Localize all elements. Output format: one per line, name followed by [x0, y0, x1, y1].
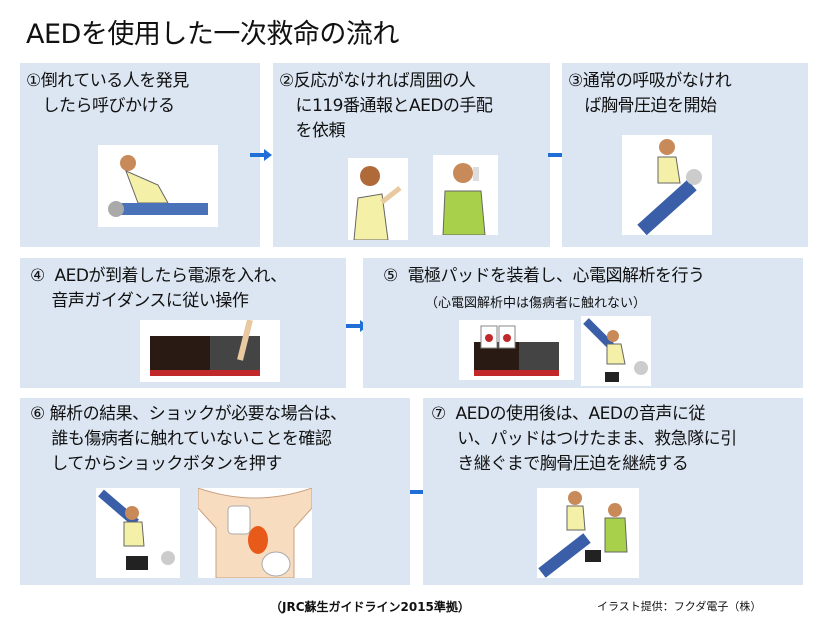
step-4-text: ④ AEDが到着したら電源を入れ、 音声ガイダンスに従い操作: [30, 266, 287, 311]
illustration-shock-button: [96, 488, 180, 578]
illustration-pads-on-patient: [581, 316, 651, 386]
page-title: AEDを使用した一次救命の流れ: [26, 19, 399, 50]
illustration-electrode-pads: [459, 320, 574, 380]
guideline-note: （JRC蘇生ガイドライン2015準拠）: [270, 600, 470, 614]
illustration-credit: イラスト提供：フクダ電子（株）: [597, 600, 762, 613]
step-5-text: ⑤ 電極パッドを装着し、心電図解析を行う: [383, 266, 705, 286]
illustration-continue-cpr: [537, 488, 639, 578]
illustration-aed-open: [140, 320, 280, 382]
step-4-panel: ④ AEDが到着したら電源を入れ、 音声ガイダンスに従い操作: [20, 258, 346, 388]
step-2-text: ②反応がなければ周囲の人 に119番通報とAEDの手配 を依頼: [279, 71, 493, 141]
step-6-panel: ⑥ 解析の結果、ショックが必要な場合は、 誰も傷病者に触れていないことを確認 し…: [20, 398, 410, 585]
step-3-text: ③通常の呼吸がなけれ ば胸骨圧迫を開始: [568, 71, 732, 116]
step-5-panel: ⑤ 電極パッドを装着し、心電図解析を行う （心電図解析中は傷病者に触れない）: [363, 258, 803, 388]
illustration-person-calling: [433, 155, 498, 235]
step-3-panel: ③通常の呼吸がなけれ ば胸骨圧迫を開始: [562, 63, 808, 247]
step-1-panel: ①倒れている人を発見 したら呼びかける: [20, 63, 260, 247]
step-7-panel: ⑦ AEDの使用後は、AEDの音声に従 い、パッドはつけたまま、救急隊に引 き継…: [423, 398, 803, 585]
arrow-right-icon: [250, 149, 272, 161]
arrow-right-icon: [346, 320, 368, 332]
illustration-person-pointing: [348, 158, 408, 240]
step-5-note: （心電図解析中は傷病者に触れない）: [425, 296, 647, 311]
step-2-panel: ②反応がなければ周囲の人 に119番通報とAEDの手配 を依頼: [273, 63, 550, 247]
illustration-chest-pads-heart: [198, 488, 312, 578]
illustration-discover-person: [98, 145, 218, 227]
step-1-text: ①倒れている人を発見 したら呼びかける: [26, 71, 189, 116]
step-6-text: ⑥ 解析の結果、ショックが必要な場合は、 誰も傷病者に触れていないことを確認 し…: [30, 404, 347, 474]
illustration-chest-compression: [622, 135, 712, 235]
step-7-text: ⑦ AEDの使用後は、AEDの音声に従 い、パッドはつけたまま、救急隊に引 き継…: [431, 404, 737, 474]
